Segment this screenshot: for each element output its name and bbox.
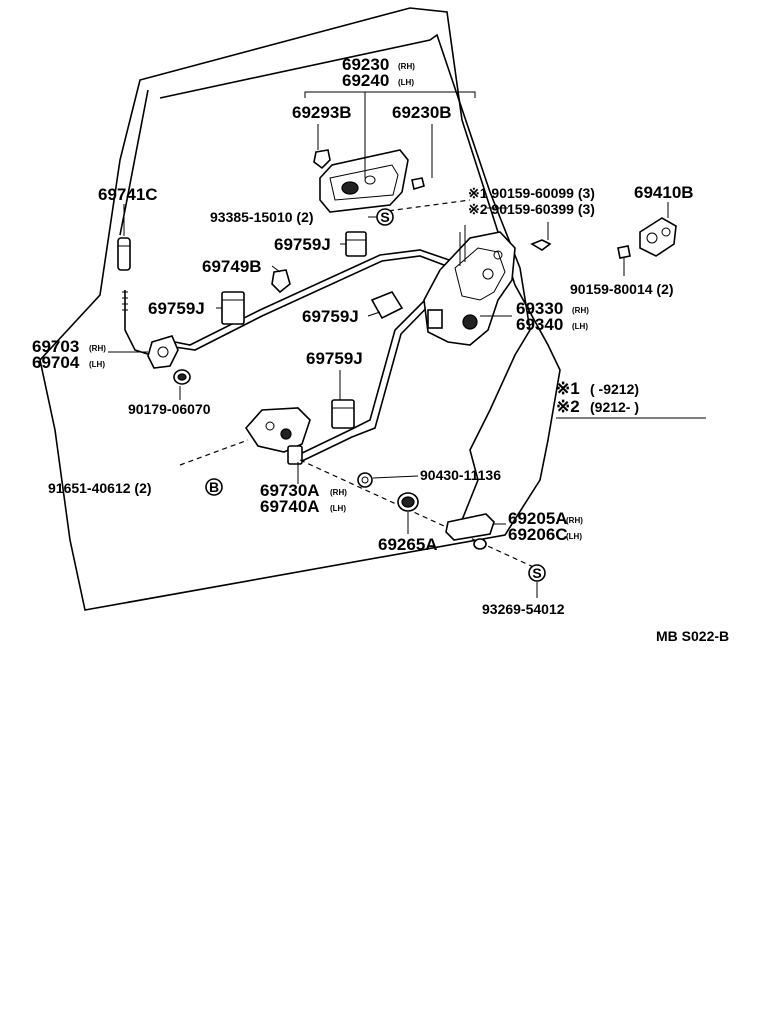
label-69703-side: (RH): [89, 344, 106, 353]
label-69740A-side: (LH): [330, 504, 346, 513]
label-69206C-side: (LH): [566, 532, 582, 541]
diagram-code: MB S022-B: [656, 628, 729, 644]
label-69205A-side: (RH): [566, 516, 583, 525]
rod-guide-69759J-left: [221, 291, 245, 325]
inside-handle-rod-2: [167, 255, 453, 351]
screw-90159-upper: [530, 222, 552, 251]
handle-leader: [304, 91, 476, 178]
label-69205A: 69205A: [508, 509, 568, 528]
plug-69265A: [397, 492, 419, 512]
label-69230-side: (RH): [398, 62, 415, 71]
lock-knob-69741C: [117, 204, 131, 271]
bushing-90179: [173, 369, 191, 385]
label-69759J-4: 69759J: [306, 349, 363, 368]
label-69293B: 69293B: [292, 103, 352, 122]
rod-guide-69759J-middle: [370, 291, 404, 320]
label-91651: 91651-40612 (2): [48, 480, 152, 496]
label-69704-side: (LH): [89, 360, 105, 369]
legend-row2-text: (9212- ): [590, 399, 639, 415]
clip-69293B: [313, 149, 331, 170]
b-mark-text: B: [209, 479, 219, 495]
label-69740A: 69740A: [260, 497, 320, 516]
outside-handle-lever-69730A: [244, 407, 311, 465]
s-mark-93385: S: [376, 208, 394, 226]
clamp-leader: [271, 265, 281, 273]
label-90430: 90430-11136: [420, 467, 501, 483]
mounting-line-screw: [379, 199, 471, 213]
mounting-line-left: [179, 439, 249, 466]
label-69330-side: (RH): [572, 306, 589, 315]
lock-rod-thread: [122, 291, 128, 311]
label-90159-b: ※2 90159-60399 (3): [468, 201, 595, 217]
label-69206C: 69206C: [508, 525, 568, 544]
grommet-90430: [357, 472, 373, 488]
guide-middle-leader: [367, 311, 381, 317]
legend-row1-text: ( -9212): [590, 381, 639, 397]
label-69410B: 69410B: [634, 183, 694, 202]
label-90159-c: 90159-80014 (2): [570, 281, 674, 297]
label-69704: 69704: [32, 353, 80, 372]
rod-guide-69759J-lower: [331, 399, 355, 429]
label-69703: 69703: [32, 337, 79, 356]
label-69759J-2: 69759J: [148, 299, 205, 318]
inside-handle-rod: [164, 249, 456, 346]
label-69730A-side: (RH): [330, 488, 347, 497]
legend-row1-mark: ※1: [556, 379, 580, 398]
s-mark-text-1: S: [380, 209, 389, 225]
clamp-69749B: [271, 269, 291, 294]
outside-handle-69205A: [445, 513, 495, 550]
striker-69410B: [639, 217, 677, 257]
door-outer-outline: [39, 7, 561, 611]
label-69759J-1: 69759J: [274, 235, 331, 254]
door-lock-assembly: [423, 225, 516, 346]
grommet-leader: [372, 475, 419, 479]
screw-69230B: [411, 177, 425, 191]
label-69230: 69230: [342, 55, 389, 74]
outside-handle-rod: [297, 284, 441, 456]
label-69330: 69330: [516, 299, 563, 318]
door-window-line: [119, 89, 149, 236]
legend: ※1 ( -9212) ※2 (9212- ): [556, 379, 706, 419]
label-69230B: 69230B: [392, 103, 452, 122]
outside-handle-rod-2: [299, 289, 445, 463]
legend-row2-mark: ※2: [556, 397, 580, 416]
label-69730A: 69730A: [260, 481, 320, 500]
s-mark-text-2: S: [532, 565, 541, 581]
label-69265A: 69265A: [378, 535, 438, 554]
b-mark-91651: B: [205, 478, 223, 496]
label-93269: 93269-54012: [482, 601, 565, 617]
label-93385: 93385-15010 (2): [210, 209, 314, 225]
rod-guide-69759J-upper: [345, 231, 367, 257]
label-69240-side: (LH): [398, 78, 414, 87]
label-69340-side: (LH): [572, 322, 588, 331]
mounting-line-right: [299, 459, 541, 571]
label-69759J-3: 69759J: [302, 307, 359, 326]
label-69240: 69240: [342, 71, 389, 90]
label-90179: 90179-06070: [128, 401, 211, 417]
label-69741C: 69741C: [98, 185, 158, 204]
s-mark-93269: S: [528, 564, 546, 582]
door-inner-outline: [159, 33, 531, 521]
label-90159-a: ※1 90159-60099 (3): [468, 185, 595, 201]
screw-90159-80014: [617, 245, 631, 276]
label-69340: 69340: [516, 315, 563, 334]
label-69749B: 69749B: [202, 257, 262, 276]
inside-handle-part: [319, 149, 409, 213]
rod-connector-69703: [147, 335, 179, 369]
